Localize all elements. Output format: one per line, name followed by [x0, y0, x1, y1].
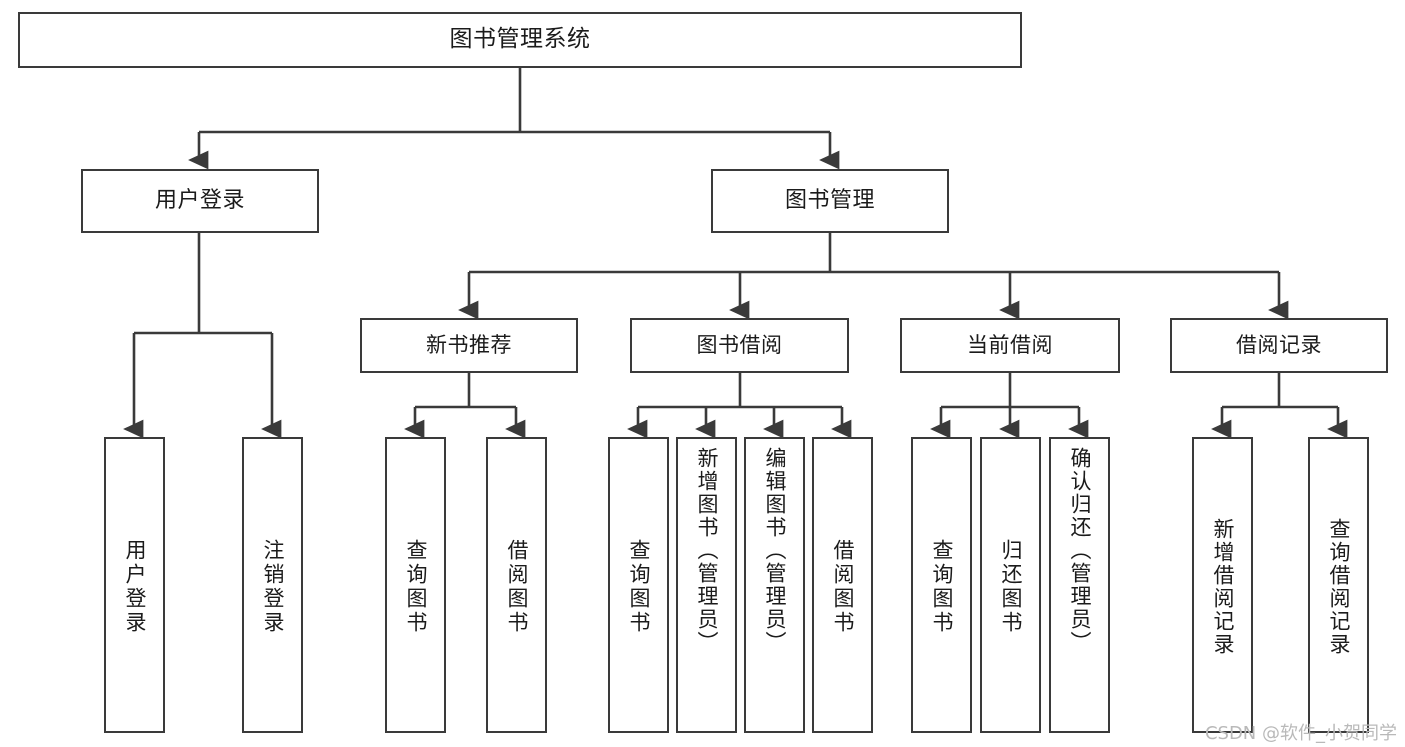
node-label: 图书管理系统 — [449, 26, 591, 53]
node-label: 图书借阅 — [696, 333, 783, 358]
node-label: 借阅记录 — [1236, 333, 1322, 358]
node-label: 新增图书（管理员） — [695, 447, 720, 654]
csdn-watermark: CSDN @软件_小贺同学 — [1204, 723, 1397, 744]
leaf-user-login[interactable]: 用户登录 — [104, 437, 165, 733]
node-label: 查询图书 — [930, 539, 955, 635]
leaf-query-book-1[interactable]: 查询图书 — [385, 437, 446, 733]
leaf-query-borrow-record[interactable]: 查询借阅记录 — [1308, 437, 1369, 733]
leaf-borrow-book-1[interactable]: 借阅图书 — [486, 437, 547, 733]
node-label: 新增借阅记录 — [1211, 518, 1236, 656]
node-label: 图书管理 — [784, 188, 875, 214]
node-label: 归还图书 — [999, 539, 1024, 635]
node-label: 借阅图书 — [831, 539, 856, 635]
leaf-query-book-2[interactable]: 查询图书 — [608, 437, 669, 733]
leaf-edit-book-admin[interactable]: 编辑图书（管理员） — [744, 437, 805, 733]
node-label: 查询图书 — [404, 539, 429, 635]
leaf-confirm-return-admin[interactable]: 确认归还（管理员） — [1049, 437, 1110, 733]
node-label: 查询借阅记录 — [1327, 518, 1352, 656]
node-label: 借阅图书 — [505, 539, 530, 635]
node-label: 用户登录 — [154, 188, 245, 214]
node-book-manage[interactable]: 图书管理 — [711, 169, 949, 233]
node-label: 用户登录 — [123, 539, 148, 635]
node-label: 当前借阅 — [967, 333, 1053, 358]
leaf-logout-login[interactable]: 注销登录 — [242, 437, 303, 733]
node-user-login[interactable]: 用户登录 — [81, 169, 319, 233]
node-label: 新书推荐 — [426, 333, 512, 358]
leaf-query-book-3[interactable]: 查询图书 — [911, 437, 972, 733]
leaf-return-book[interactable]: 归还图书 — [980, 437, 1041, 733]
node-current-borrow[interactable]: 当前借阅 — [900, 318, 1120, 373]
node-label: 查询图书 — [627, 539, 652, 635]
leaf-borrow-book-2[interactable]: 借阅图书 — [812, 437, 873, 733]
node-label: 注销登录 — [261, 539, 286, 635]
node-label: 确认归还（管理员） — [1068, 447, 1093, 654]
leaf-add-borrow-record[interactable]: 新增借阅记录 — [1192, 437, 1253, 733]
leaf-add-book-admin[interactable]: 新增图书（管理员） — [676, 437, 737, 733]
node-new-book-recommend[interactable]: 新书推荐 — [360, 318, 578, 373]
node-book-borrow[interactable]: 图书借阅 — [630, 318, 849, 373]
node-label: 编辑图书（管理员） — [763, 447, 788, 654]
node-borrow-record[interactable]: 借阅记录 — [1170, 318, 1388, 373]
node-root-system[interactable]: 图书管理系统 — [18, 12, 1022, 68]
